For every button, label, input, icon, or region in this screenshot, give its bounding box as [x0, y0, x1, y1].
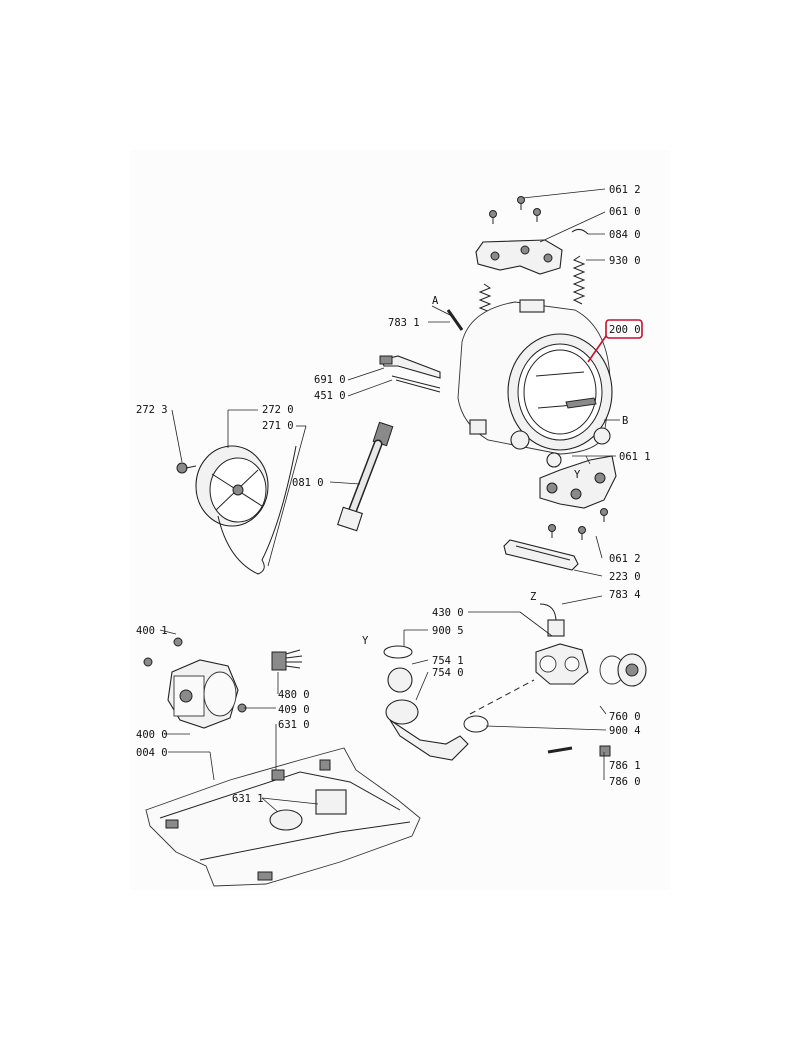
label-480-0: 480 0 — [278, 689, 310, 701]
hook-084 — [571, 228, 589, 235]
label-004-0: 004 0 — [136, 747, 168, 759]
label-200-0: 200 0 — [609, 324, 641, 336]
label-272-0: 272 0 — [262, 404, 294, 416]
label-430-0: 430 0 — [432, 607, 464, 619]
label-451-0: 451 0 — [314, 390, 346, 402]
screw-061-2-lower — [548, 508, 608, 540]
label-786-0: 786 0 — [609, 776, 641, 788]
label-A: A — [432, 295, 439, 307]
label-691-0: 691 0 — [314, 374, 346, 386]
connector-480 — [271, 649, 303, 671]
label-760-0: 760 0 — [609, 711, 641, 723]
label-Y-upper: Y — [574, 469, 581, 481]
label-061-0: 061 0 — [609, 206, 641, 218]
screw-061-2-top — [489, 196, 541, 224]
label-786-1: 786 1 — [609, 760, 641, 772]
label-400-0: 400 0 — [136, 729, 168, 741]
leader-lines — [159, 188, 620, 813]
label-754-1: 754 1 — [432, 655, 464, 667]
label-084-0: 084 0 — [609, 229, 641, 241]
label-272-3: 272 3 — [136, 404, 168, 416]
drain-pump-assembly — [383, 603, 647, 761]
label-081-0: 081 0 — [292, 477, 324, 489]
shock-absorber — [337, 421, 394, 532]
label-783-4: 783 4 — [609, 589, 641, 601]
label-754-0: 754 0 — [432, 667, 464, 679]
highlight-box-200-0 — [605, 319, 643, 339]
label-Y-lower: Y — [362, 635, 369, 647]
base-frame — [145, 747, 421, 887]
label-061-2-top: 061 2 — [609, 184, 641, 196]
label-Z: Z — [530, 591, 536, 603]
label-409-0: 409 0 — [278, 704, 310, 716]
label-400-1: 400 1 — [136, 625, 168, 637]
top-bracket — [475, 239, 563, 275]
label-061-2-lower: 061 2 — [609, 553, 641, 565]
part-labels: 061 2 061 0 084 0 930 0 A 783 1 200 0 69… — [136, 184, 651, 805]
rear-bracket — [539, 455, 617, 509]
label-930-0: 930 0 — [609, 255, 641, 267]
label-271-0: 271 0 — [262, 420, 294, 432]
label-900-4: 900 4 — [609, 725, 641, 737]
pulley-and-belt — [176, 445, 297, 575]
label-783-1: 783 1 — [388, 317, 420, 329]
tub-assembly — [446, 196, 617, 571]
label-061-1: 061 1 — [619, 451, 651, 463]
motor — [143, 637, 247, 729]
drawing-area — [130, 150, 670, 890]
heater-assembly — [379, 355, 441, 393]
label-631-1: 631 1 — [232, 793, 264, 805]
pin-783-1 — [446, 309, 464, 331]
label-B: B — [622, 415, 628, 427]
label-223-0: 223 0 — [609, 571, 641, 583]
label-631-0: 631 0 — [278, 719, 310, 731]
label-900-5: 900 5 — [432, 625, 464, 637]
